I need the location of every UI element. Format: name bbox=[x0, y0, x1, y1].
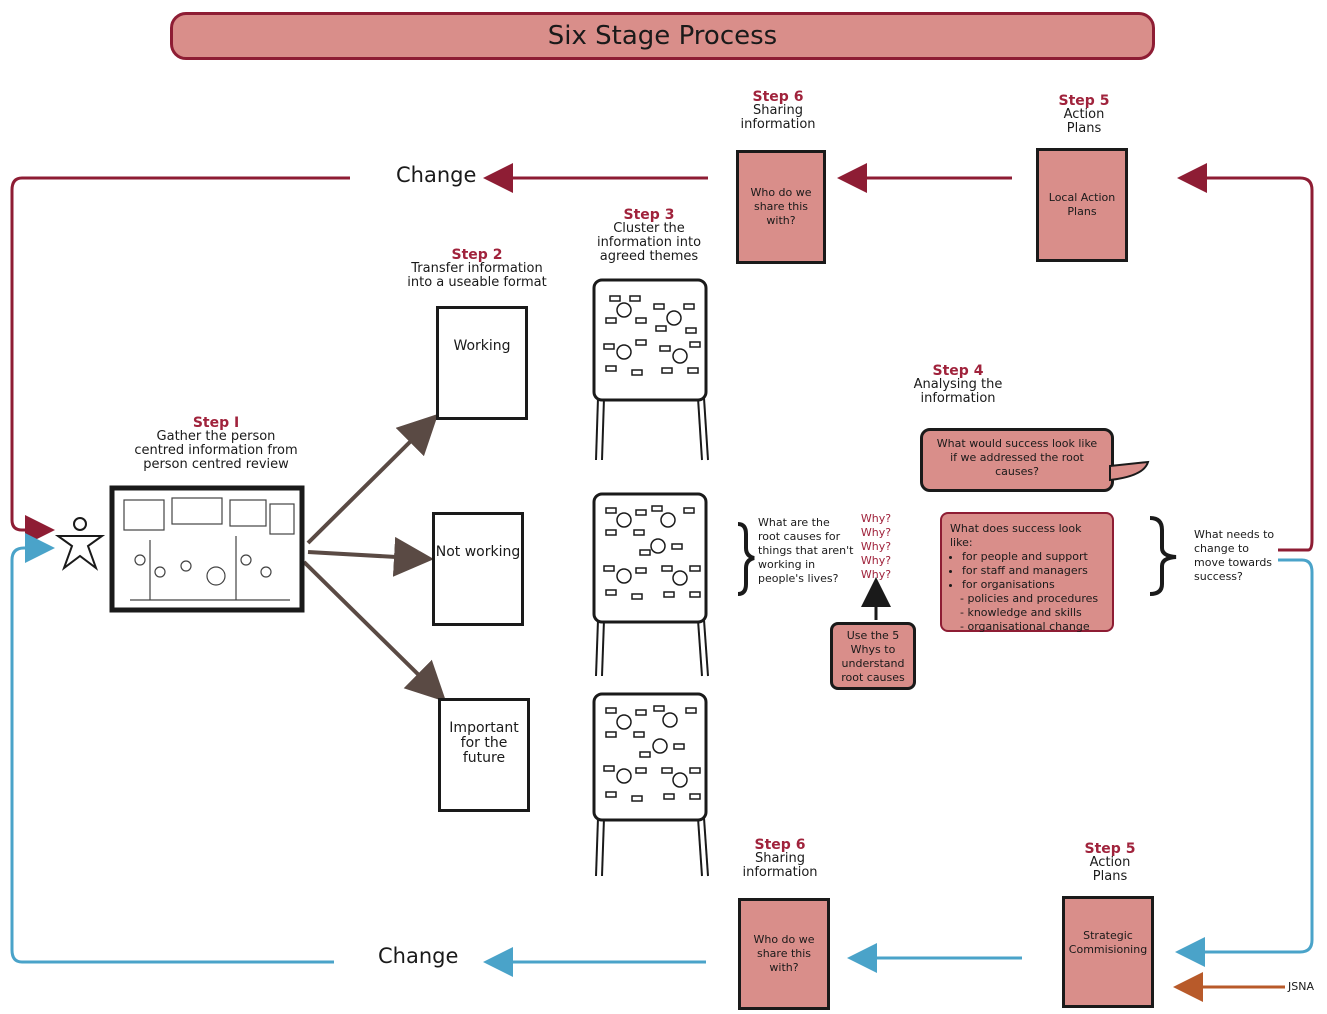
success-item: for people and support bbox=[962, 550, 1104, 564]
bottom-step5-card: Strategic Commisioning bbox=[1062, 896, 1154, 1008]
blue-loop-right bbox=[1175, 558, 1314, 967]
success-box: What does success look like: for people … bbox=[940, 512, 1114, 633]
why-1: Why? bbox=[860, 512, 892, 525]
top-step6-heading: Step 6 Sharing information bbox=[728, 90, 828, 132]
bottom-step5-number: Step 5 bbox=[1084, 841, 1136, 857]
step1-label: Gather the person centred information fr… bbox=[134, 429, 298, 472]
top-step6-card: Who do we share this with? bbox=[736, 150, 826, 264]
flipchart-stand-2 bbox=[595, 619, 709, 677]
step4-heading: Step 4 Analysing the information bbox=[910, 364, 1006, 406]
step1-number: Step I bbox=[192, 415, 240, 431]
top-step5-label: Action Plans bbox=[1063, 107, 1105, 136]
bottom-step6-heading: Step 6 Sharing information bbox=[730, 838, 830, 880]
step2-heading: Step 2 Transfer information into a useab… bbox=[404, 248, 550, 290]
bottom-step6-number: Step 6 bbox=[754, 837, 806, 853]
bottom-step6-label: Sharing information bbox=[742, 851, 818, 880]
why-2: Why? bbox=[860, 526, 892, 539]
maroon-loop-right bbox=[1177, 163, 1314, 552]
root-causes-question: What are the root causes for things that… bbox=[758, 516, 854, 585]
why-5: Why? bbox=[860, 568, 892, 581]
flipchart-stand-3 bbox=[595, 817, 709, 877]
brown-arrow-important bbox=[302, 560, 447, 703]
success-list: for people and support for staff and man… bbox=[950, 550, 1104, 592]
success-speech-bubble: What would success look like if we addre… bbox=[920, 428, 1114, 492]
why-3: Why? bbox=[860, 540, 892, 553]
success-sub-item: - organisational change bbox=[960, 620, 1090, 633]
success-item: for organisations bbox=[962, 578, 1104, 592]
success-title: What does success look like: bbox=[950, 522, 1082, 549]
step4-number: Step 4 bbox=[932, 363, 984, 379]
page-title: Six Stage Process bbox=[170, 12, 1155, 60]
blue-loop-left bbox=[10, 533, 334, 964]
brace-success bbox=[1149, 516, 1177, 596]
brown-arrow-working bbox=[306, 413, 439, 545]
top-step6-number: Step 6 bbox=[752, 89, 804, 105]
top-step6-label: Sharing information bbox=[740, 103, 816, 132]
card-important-future: Important for the future bbox=[438, 698, 530, 812]
step4-label: Analysing the information bbox=[913, 377, 1003, 406]
brace-root-causes bbox=[737, 522, 755, 596]
brown-arrow-not-working bbox=[307, 536, 434, 577]
why-4: Why? bbox=[860, 554, 892, 567]
step2-label: Transfer information into a useable form… bbox=[407, 261, 547, 290]
person-icon bbox=[54, 517, 106, 571]
step2-number: Step 2 bbox=[451, 247, 503, 263]
top-step5-heading: Step 5 Action Plans bbox=[1046, 94, 1122, 136]
change-label-top: Change bbox=[396, 163, 477, 187]
change-question: What needs to change to move towards suc… bbox=[1194, 528, 1275, 583]
jsna-label: JSNA bbox=[1288, 980, 1314, 993]
step3-heading: Step 3 Cluster the information into agre… bbox=[590, 208, 708, 264]
five-whys-box: Use the 5 Whys to understand root causes bbox=[830, 622, 916, 690]
step3-number: Step 3 bbox=[623, 207, 675, 223]
change-label-bottom: Change bbox=[378, 944, 459, 968]
whys-list: Why? Why? Why? Why? Why? bbox=[856, 512, 896, 582]
step3-label: Cluster the information into agreed them… bbox=[596, 221, 702, 264]
top-step5-card: Local Action Plans bbox=[1036, 148, 1128, 262]
card-working: Working bbox=[436, 306, 528, 420]
success-sub-item: - policies and procedures bbox=[960, 592, 1099, 605]
bottom-step5-heading: Step 5 Action Plans bbox=[1072, 842, 1148, 884]
success-sub-item: - knowledge and skills bbox=[960, 606, 1082, 619]
success-item: for staff and managers bbox=[962, 564, 1104, 578]
bottom-step5-label: Action Plans bbox=[1089, 855, 1131, 884]
step1-heading: Step I Gather the person centred informa… bbox=[130, 416, 302, 472]
bottom-step6-card: Who do we share this with? bbox=[738, 898, 830, 1010]
top-step5-number: Step 5 bbox=[1058, 93, 1110, 109]
card-not-working: Not working bbox=[432, 512, 524, 626]
flipchart-stand-1 bbox=[595, 397, 709, 461]
maroon-loop-left bbox=[10, 176, 350, 545]
